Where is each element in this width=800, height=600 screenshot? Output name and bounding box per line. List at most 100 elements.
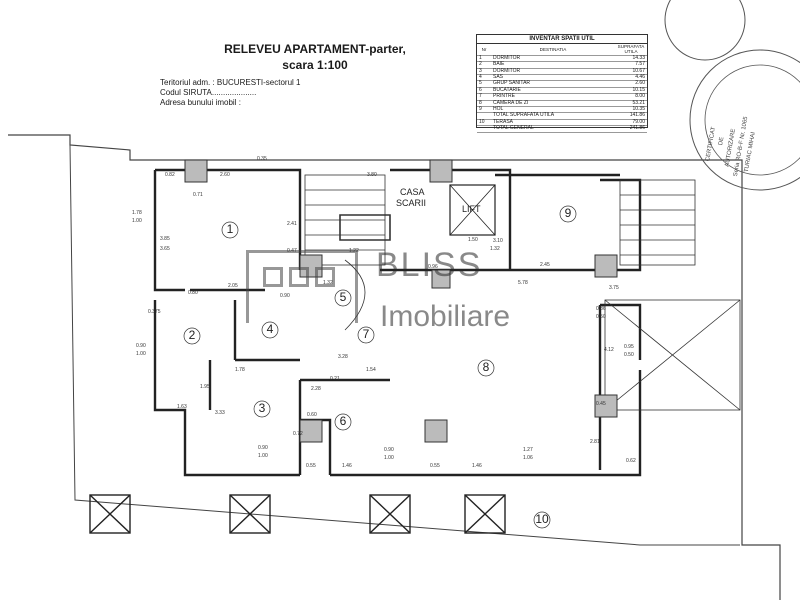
inventory-cell-val: 10.15 — [615, 87, 647, 95]
dimension-label: 1.00 — [258, 453, 268, 459]
dimension-label: 0.45 — [596, 401, 606, 407]
dimension-label: 2.45 — [540, 262, 550, 268]
room-markers — [183, 205, 577, 529]
room-2-number: 2 — [189, 328, 196, 342]
dimension-label: 1.32 — [490, 246, 500, 252]
dimension-label: 0.55 — [430, 463, 440, 469]
inventory-cell-num: 7 — [477, 93, 491, 101]
inventory-cell-val: 8.00 — [615, 93, 647, 101]
dimension-label: 0.90 — [280, 293, 290, 299]
dimension-label: 3.75 — [609, 285, 619, 291]
exterior-stairs — [604, 179, 741, 411]
dimension-label: 0.50 — [624, 352, 634, 358]
dimension-label: 2.60 — [220, 172, 230, 178]
stair-label-1: CASA — [400, 187, 425, 197]
dimension-label: 2.81 — [590, 439, 600, 445]
dimension-label: 2.41 — [287, 221, 297, 227]
dimension-label: 0.86 — [596, 306, 606, 312]
inventory-cell-val: 241.86 — [615, 125, 647, 133]
inventory-cell-val: 10.67 — [615, 68, 647, 76]
dimension-label: 0.71 — [193, 192, 203, 198]
dimension-label: 1.95 — [200, 384, 210, 390]
territory-line: Teritoriul adm. : BUCURESTI-sectorul 1 — [160, 78, 301, 87]
dimension-label: 3.10 — [493, 238, 503, 244]
inventory-cell-val: 4.46 — [615, 74, 647, 82]
room-1-number: 1 — [227, 222, 234, 236]
room-4-number: 4 — [267, 322, 274, 336]
dimension-label: 0.21 — [330, 376, 340, 382]
planters — [89, 494, 506, 534]
dimension-label: 3.80 — [367, 172, 377, 178]
dimension-label: 2.05 — [228, 283, 238, 289]
certificate-stamp: CERTIFICAT DE AUTORIZARE Seria RO-B-F Nr… — [705, 115, 757, 176]
room-5-number: 5 — [340, 290, 347, 304]
dimension-label: 0.72 — [293, 431, 303, 437]
house-logo-icon — [246, 250, 358, 323]
dimension-label: 0.90 — [136, 343, 146, 349]
lift-shaft — [449, 184, 496, 236]
room-3-number: 3 — [259, 401, 266, 415]
dimension-label: 3.33 — [215, 410, 225, 416]
inventory-cell-num: 9 — [477, 106, 491, 114]
dimension-label: 1.32 — [323, 280, 333, 286]
dimension-label: 3.85 — [160, 236, 170, 242]
dimension-label: 1.00 — [136, 351, 146, 357]
inventory-cell-num: 1 — [477, 55, 491, 63]
inventory-cell-dest: DORMITOR — [491, 68, 615, 76]
inventory-cell-val: 141.86 — [615, 113, 647, 120]
lift-label: LIFT — [462, 204, 481, 214]
document-meta: Teritoriul adm. : BUCURESTI-sectorul 1 C… — [160, 78, 300, 108]
inventory-cell-num: 2 — [477, 61, 491, 69]
stamp-line-1: CERTIFICAT — [705, 126, 717, 162]
dimension-label: 2.28 — [311, 386, 321, 392]
terrace-edge — [69, 144, 740, 546]
dimension-label: 1.00 — [384, 455, 394, 461]
inventory-cell-num: 8 — [477, 100, 491, 108]
dimension-label: 1.46 — [342, 463, 352, 469]
col-area: SUPRAFATA UTILA — [615, 44, 647, 56]
columns — [184, 159, 618, 443]
address-line: Adresa bunului imobil : — [160, 98, 241, 107]
room-6-number: 6 — [340, 414, 347, 428]
dimension-label: 1.46 — [472, 463, 482, 469]
dimension-label: 0.90 — [258, 445, 268, 451]
brand-tagline: Imobiliare — [380, 300, 511, 333]
inventory-cell-num: 4 — [477, 74, 491, 82]
dimension-label: 3.65 — [160, 246, 170, 252]
inventory-title: INVENTAR SPATII UTIL — [477, 35, 647, 44]
dimension-label: 0.96 — [428, 264, 438, 270]
dimension-label: 1.06 — [523, 455, 533, 461]
inventory-cell-num — [477, 112, 491, 120]
inventory-cell-dest: CAMERA DE ZI — [491, 100, 615, 108]
authorization-stamp — [664, 0, 800, 191]
col-dest: DESTINATIA — [491, 44, 615, 56]
inventory-cell-val: 53.21 — [615, 100, 647, 108]
inventory-cell-num — [477, 125, 491, 133]
dimension-label: 1.54 — [366, 367, 376, 373]
door-swing — [344, 259, 366, 331]
inventory-cell-num: 10 — [477, 119, 491, 127]
terrace-outline — [8, 134, 781, 600]
dimension-label: 3.28 — [338, 354, 348, 360]
room-9-number: 9 — [565, 206, 572, 220]
room-10-number: 10 — [535, 512, 549, 526]
col-nr: Nr — [477, 44, 491, 56]
document-title: RELEVEU APARTAMENT-parter, — [224, 42, 406, 56]
dimension-label: 0.35 — [257, 156, 267, 162]
inventory-cell-num: 3 — [477, 68, 491, 76]
dimension-label: 0.80 — [188, 290, 198, 296]
dimension-label: 1.78 — [235, 367, 245, 373]
dimension-label: 5.78 — [518, 280, 528, 286]
inventory-cell-val: 79.00 — [615, 119, 647, 127]
